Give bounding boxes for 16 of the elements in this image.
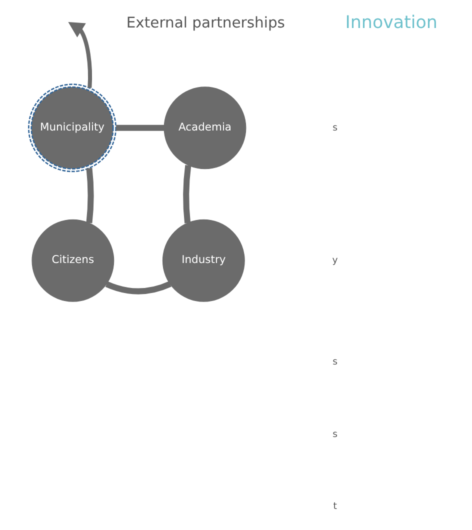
node-circle: Citizens <box>32 219 114 302</box>
node-circle: Academia <box>164 86 246 170</box>
connector <box>86 168 94 224</box>
connector <box>183 164 192 224</box>
label: s <box>332 428 338 440</box>
label: s <box>332 122 338 134</box>
label: y <box>332 255 338 266</box>
arrow <box>68 22 92 88</box>
label: Innovation <box>345 12 438 33</box>
label: s <box>332 356 338 368</box>
label: External partnerships <box>126 14 285 32</box>
node-circle: Industry <box>162 219 245 302</box>
connector <box>116 124 164 131</box>
label: t <box>333 501 337 512</box>
node-circle: Municipality <box>28 84 116 172</box>
connector <box>105 281 172 294</box>
